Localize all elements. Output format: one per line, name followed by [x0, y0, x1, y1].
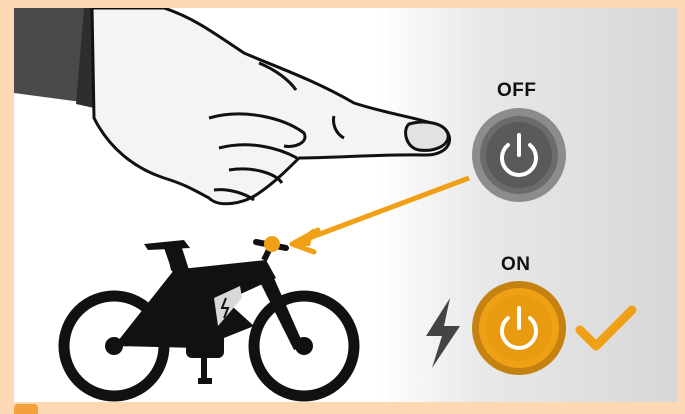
power-button-on-icon [472, 281, 566, 375]
off-label: OFF [497, 80, 537, 101]
arrow-icon [289, 175, 470, 255]
e-bike-icon [58, 236, 360, 402]
illustration-canvas [14, 8, 637, 402]
on-label: ON [501, 254, 531, 275]
power-button-off-icon [472, 108, 566, 202]
illustration-panel: OFF ON [14, 8, 677, 408]
bottom-strip [0, 402, 685, 414]
pointing-hand-icon [90, 8, 452, 206]
checkmark-icon [575, 305, 637, 351]
corner-tab [14, 404, 38, 414]
lightning-bolt-icon [426, 298, 460, 368]
